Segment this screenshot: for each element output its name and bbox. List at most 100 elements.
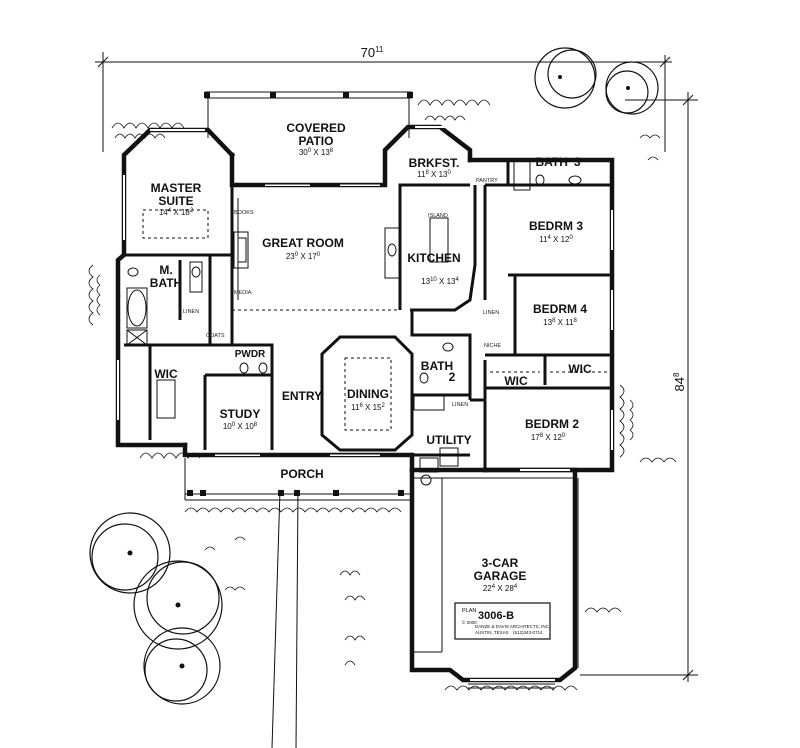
landscaping (88, 47, 677, 748)
great-room-d: 17 (308, 252, 317, 261)
coats-label: COATS (206, 333, 225, 339)
entry-name: ENTRY (282, 389, 322, 403)
overall-width-dimension: 7011 (95, 45, 672, 152)
room-master-suite: MASTER SUITE 144 X 182 (151, 181, 202, 217)
dining-dsup: 2 (382, 403, 386, 409)
bedrm4-name: BEDRM 4 (533, 302, 587, 316)
bedrm4-d: 11 (565, 318, 574, 327)
bedrm2-d: 12 (553, 433, 562, 442)
kitchen-wsup: 10 (430, 277, 437, 283)
covered-patio-dsup: 8 (330, 148, 334, 154)
svg-text:138 X 118: 138 X 118 (543, 318, 577, 327)
brkfst-dsup: 0 (448, 170, 452, 176)
overall-depth-dimension: 848 (580, 92, 698, 682)
plan-title-stamp: PLAN 3006-B © 2000 DANZE & DAVIS ARCHITE… (454, 602, 551, 640)
linen-mbath-label: LINEN (183, 309, 199, 315)
overall-width-sup: 11 (375, 45, 384, 54)
overall-depth-text: 84 (672, 377, 687, 391)
master-suite-wsup: 4 (168, 208, 172, 214)
garage-name-2: GARAGE (474, 569, 527, 583)
svg-text:144 X 182: 144 X 182 (159, 208, 194, 217)
room-bedrm-2: BEDRM 2 178 X 120 (525, 417, 579, 442)
porch-name: PORCH (280, 467, 323, 481)
svg-text:116 X 152: 116 X 152 (351, 403, 385, 412)
garage-dsup: 4 (514, 584, 518, 590)
stamp-plan-word: PLAN (462, 608, 476, 614)
bedrm3-d: 12 (561, 235, 570, 244)
room-kitchen: KITCHEN 1310 X 134 (407, 251, 460, 286)
great-room-w: 23 (286, 252, 295, 261)
kitchen-w: 13 (421, 277, 430, 286)
svg-text:114 X 120: 114 X 120 (539, 235, 573, 244)
great-room-wsup: 0 (295, 252, 299, 258)
overall-depth-sup: 8 (672, 372, 681, 377)
bedrm3-dsup: 0 (570, 235, 574, 241)
brkfst-name: BRKFST. (409, 156, 460, 170)
master-suite-d: 18 (181, 208, 190, 217)
linen-bath2-label: LINEN (452, 402, 468, 408)
garage-structure (412, 474, 579, 689)
stamp-city: AUSTIN, TEXAS (475, 630, 509, 635)
covered-patio-wsup: 0 (308, 148, 312, 154)
wic-b-name: WIC (568, 362, 592, 376)
room-bedrm-3: BEDRM 3 114 X 120 (529, 219, 583, 244)
svg-text:1310 X 134: 1310 X 134 (421, 277, 459, 286)
small-labels: BOOKS MEDIA ISLAND PANTRY LINEN LINEN CO… (183, 178, 501, 408)
bedrm2-dsup: 0 (562, 433, 566, 439)
dining-d: 15 (373, 403, 382, 412)
bedrm3-wsup: 4 (547, 235, 551, 241)
brkfst-d: 13 (439, 170, 448, 179)
bedrm4-wsup: 8 (552, 318, 556, 324)
stamp-firm: DANZE & DAVIS ARCHITECTS, INC. (475, 624, 550, 629)
master-suite-w: 14 (159, 208, 168, 217)
garage-d: 28 (505, 584, 514, 593)
m-bath-name-2: BATH (150, 276, 182, 290)
room-covered-patio: COVERED PATIO 300 X 138 (286, 121, 346, 157)
dining-wsup: 6 (359, 403, 363, 409)
covered-patio-w: 30 (299, 148, 308, 157)
bedrm2-wsup: 8 (540, 433, 544, 439)
room-bedrm-4: BEDRM 4 138 X 118 (533, 302, 587, 327)
stamp-plan-number: 3006-B (478, 610, 514, 622)
room-m-bath: M. BATH (150, 263, 182, 290)
room-labels: COVERED PATIO 300 X 138 MASTER SUITE 144… (150, 121, 592, 593)
pantry-label: PANTRY (476, 178, 498, 184)
covered-patio-name-2: PATIO (299, 134, 334, 148)
fixtures (126, 159, 608, 473)
m-bath-name: M. (159, 263, 172, 277)
study-w: 10 (223, 422, 232, 431)
bath2-name: BATH (421, 359, 453, 373)
kitchen-dsup: 4 (455, 277, 459, 283)
covered-patio-name: COVERED (286, 121, 346, 135)
svg-text:118 X 130: 118 X 130 (417, 170, 451, 179)
master-suite-dsup: 2 (190, 208, 194, 214)
study-d: 10 (245, 422, 254, 431)
bedrm2-w: 17 (531, 433, 540, 442)
master-suite-name: MASTER (151, 181, 202, 195)
kitchen-name: KITCHEN (407, 251, 460, 265)
bedrm2-name: BEDRM 2 (525, 417, 579, 431)
study-dsup: 8 (254, 422, 258, 428)
great-room-dsup: 0 (317, 252, 321, 258)
utility-name: UTILITY (426, 433, 471, 447)
bath2-num: 2 (449, 370, 456, 384)
svg-text:300 X 138: 300 X 138 (299, 148, 334, 157)
overall-width-text: 70 (361, 45, 375, 60)
books-label: BOOKS (234, 210, 254, 216)
bedrm3-w: 11 (539, 235, 548, 244)
garage-wsup: 4 (492, 584, 496, 590)
niche-label: NICHE (484, 343, 501, 349)
porch-outline (184, 458, 412, 501)
bedrm4-dsup: 8 (574, 318, 578, 324)
svg-text:178 X 120: 178 X 120 (531, 433, 566, 442)
great-room-name: GREAT ROOM (262, 236, 344, 250)
garage-name: 3-CAR (482, 556, 519, 570)
svg-text:230 X 170: 230 X 170 (286, 252, 321, 261)
linen-kitchen-label: LINEN (483, 310, 499, 316)
pwdr-name: PWDR (235, 349, 266, 360)
room-study: STUDY 100 X 108 (220, 407, 261, 431)
brkfst-wsup: 8 (425, 170, 429, 176)
room-brkfst: BRKFST. 118 X 130 (409, 156, 460, 179)
stamp-phone: (512)343-0714 (513, 630, 543, 635)
